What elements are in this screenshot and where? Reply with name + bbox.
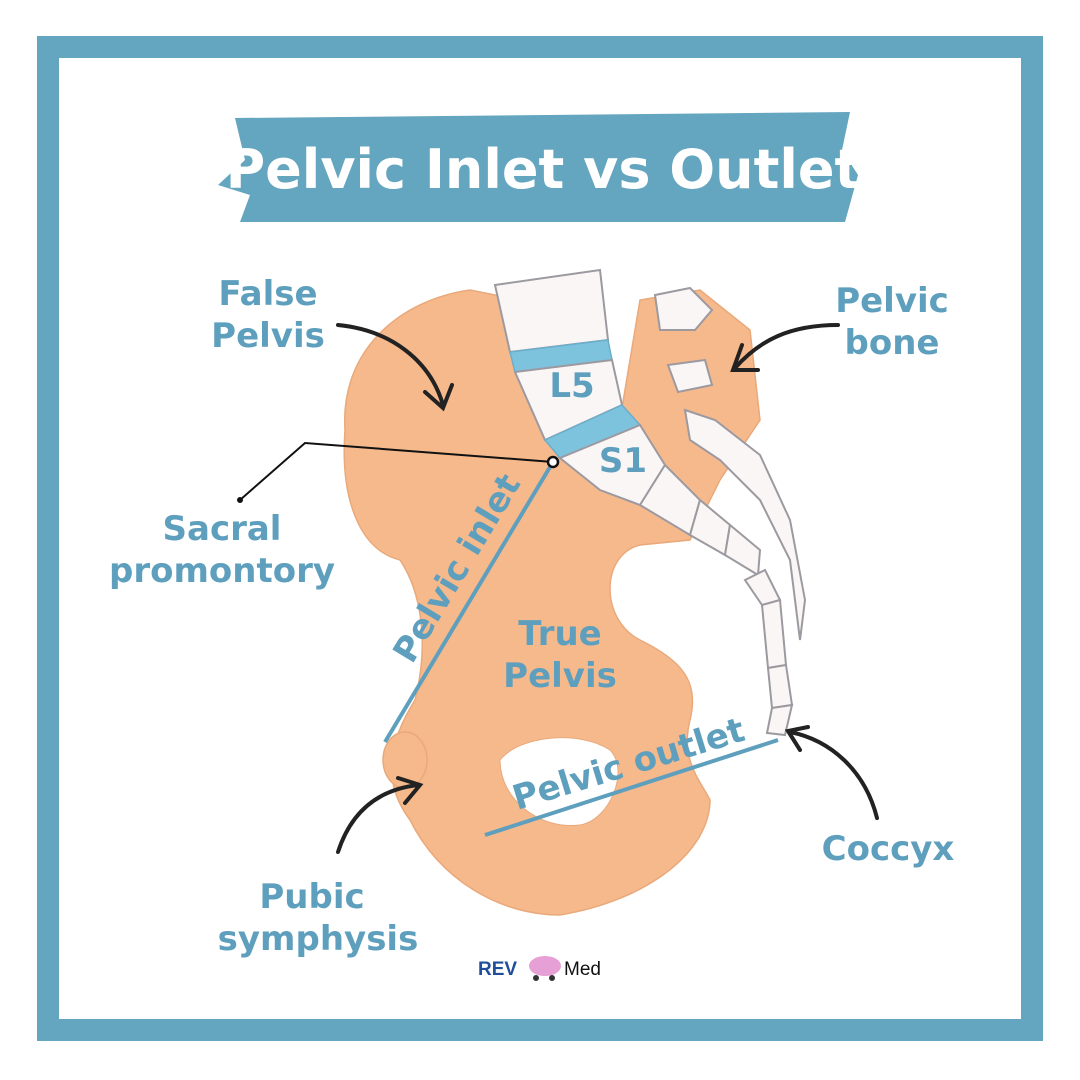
- title: Pelvic Inlet vs Outlet: [226, 138, 861, 201]
- pelvic-bone-shape: [343, 289, 761, 916]
- pelvic-inlet-line: [383, 460, 555, 744]
- pelvic-bone-label-2: bone: [845, 323, 940, 363]
- true-pelvis-label-2: Pelvis: [503, 656, 617, 696]
- arrows: [336, 323, 879, 854]
- logo-med: Med: [564, 959, 601, 980]
- coccyx-segment: [760, 598, 788, 670]
- coccyx-segment: [766, 663, 794, 710]
- l5-label: L5: [549, 366, 594, 406]
- logo-rev: REV: [478, 959, 517, 980]
- pelvic-outlet-line: [484, 738, 779, 837]
- pelvic-bone-label-1: Pelvic: [835, 281, 949, 321]
- coccyx-segment: [743, 568, 782, 607]
- revmed-logo: REV Med: [478, 956, 601, 981]
- promontory-pointer: [239, 441, 554, 501]
- pubic-symphysis-label-2: symphysis: [218, 919, 419, 959]
- false-pelvis-label-2: Pelvis: [211, 316, 325, 356]
- s1-label: S1: [599, 441, 647, 481]
- sacral-promontory-label-1: Sacral: [163, 509, 282, 549]
- false-pelvis-label-1: False: [218, 274, 317, 314]
- lumbar-vertebra: [493, 268, 610, 354]
- coccyx-label: Coccyx: [822, 829, 955, 869]
- arrow-coccyx: [784, 725, 879, 820]
- frame-border: [37, 36, 1043, 1041]
- arrow-pubic-symphysis: [336, 776, 424, 854]
- sacrum-edge: [683, 408, 807, 641]
- arrow-pelvic-bone: [730, 323, 840, 372]
- pointer-dot: [237, 497, 243, 503]
- logo-brain-cart-icon: [529, 956, 561, 976]
- sacral-promontory-label-2: promontory: [109, 551, 335, 591]
- title-banner: [218, 112, 858, 222]
- pubic-symphysis-label-1: Pubic: [259, 877, 364, 917]
- bone-fragment: [653, 286, 714, 331]
- true-pelvis-label-1: True: [518, 614, 602, 654]
- bone-fragment: [666, 358, 714, 394]
- arrow-false-pelvis: [336, 323, 454, 412]
- promontory-marker: [546, 455, 560, 469]
- sacral-segment: [723, 523, 762, 577]
- coccyx-tip: [765, 703, 794, 737]
